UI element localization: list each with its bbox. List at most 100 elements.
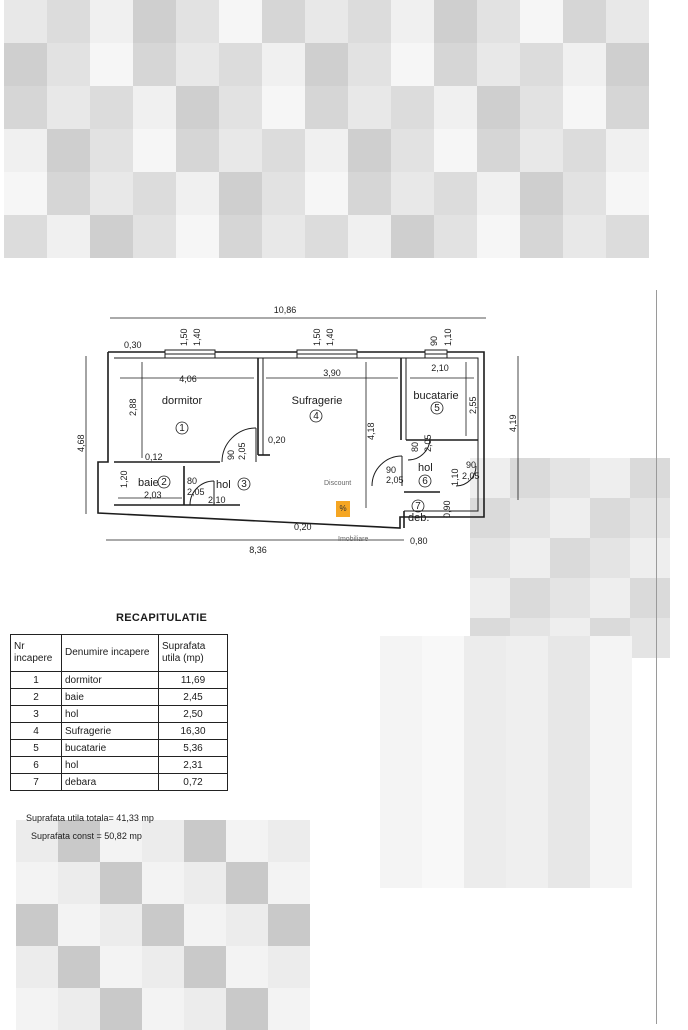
pixel-cell <box>630 498 670 538</box>
pixel-cell <box>630 538 670 578</box>
pixel-cell <box>391 0 434 43</box>
pixel-cell <box>477 129 520 172</box>
pixel-cell <box>4 43 47 86</box>
pixel-cell <box>590 498 630 538</box>
dim-room2-h: 1,20 <box>119 470 129 488</box>
pixel-cell <box>563 215 606 258</box>
row-nr: 2 <box>10 688 62 706</box>
dim-door3-b: 2,05 <box>423 434 433 452</box>
pixel-cell <box>262 86 305 129</box>
pixel-cell <box>606 129 649 172</box>
row-area: 16,30 <box>158 722 228 740</box>
recap-table: Nr incapere Denumire incapere Suprafata … <box>10 634 228 791</box>
pixel-cell <box>219 129 262 172</box>
pixel-cell <box>520 43 563 86</box>
dim-door2-b: 2,05 <box>187 487 205 497</box>
pixel-cell <box>100 820 142 862</box>
pixel-cell <box>563 129 606 172</box>
pixel-cell <box>176 86 219 129</box>
pixel-cell <box>380 678 422 720</box>
pixel-cell <box>90 172 133 215</box>
pixel-cell <box>380 636 422 678</box>
pixel-cell <box>510 538 550 578</box>
pixel-cell <box>47 172 90 215</box>
pixel-cell <box>90 86 133 129</box>
dim-room1-h: 2,88 <box>128 398 138 416</box>
pixel-cell <box>520 172 563 215</box>
pixel-cell <box>434 215 477 258</box>
dim-door4-b: 2,05 <box>386 475 404 485</box>
pixel-cell <box>90 0 133 43</box>
dim-012: 0,12 <box>145 452 163 462</box>
dim-wall: 0,30 <box>124 340 142 350</box>
pixel-cell <box>606 86 649 129</box>
pixel-cell <box>100 946 142 988</box>
row-nr: 4 <box>10 722 62 740</box>
pixel-cell <box>47 215 90 258</box>
pixel-cell <box>142 988 184 1030</box>
pixel-cell <box>548 720 590 762</box>
pixel-cell <box>184 988 226 1030</box>
dim-window2-a: 1,50 <box>312 328 322 346</box>
pixel-cell <box>226 820 268 862</box>
recap-title: RECAPITULATIE <box>116 612 208 624</box>
pixel-cell <box>305 129 348 172</box>
dim-door3-a: 80 <box>410 442 420 452</box>
pixel-cell <box>348 129 391 172</box>
pixel-cell <box>176 129 219 172</box>
pixel-cell <box>16 862 58 904</box>
room-5-label: bucatarie <box>413 390 458 402</box>
pixel-cell <box>262 172 305 215</box>
dim-window3-a: 90 <box>429 336 439 346</box>
room-1-num: 1 <box>179 423 185 434</box>
pixel-cell <box>348 172 391 215</box>
dim-door2-a: 80 <box>187 476 197 486</box>
pixel-cell <box>506 804 548 846</box>
pixel-cell <box>16 988 58 1030</box>
pixel-cell <box>590 578 630 618</box>
pixel-cell <box>550 538 590 578</box>
dim-room1-w: 4,06 <box>179 374 197 384</box>
pixel-cell <box>510 458 550 498</box>
pixel-cell <box>176 0 219 43</box>
pixel-cell <box>219 0 262 43</box>
pixel-cell <box>464 678 506 720</box>
pixel-cell <box>133 129 176 172</box>
dim-door5-a: 90 <box>466 460 476 470</box>
pixel-cell <box>262 215 305 258</box>
dim-door5-b: 2,05 <box>462 471 480 481</box>
pixel-cell <box>548 846 590 888</box>
pixel-cell <box>464 804 506 846</box>
pixel-cell <box>464 762 506 804</box>
pixel-cell <box>590 538 630 578</box>
pixel-cell <box>606 43 649 86</box>
pixel-cell <box>219 215 262 258</box>
dim-overall-width: 10,86 <box>274 305 297 315</box>
row-area: 0,72 <box>158 773 228 791</box>
pixel-cell <box>391 129 434 172</box>
dim-left-height: 4,68 <box>76 434 86 452</box>
pixel-cell <box>422 678 464 720</box>
row-nr: 6 <box>10 756 62 774</box>
dim-window2-b: 1,40 <box>325 328 335 346</box>
pixel-cell <box>176 43 219 86</box>
pixel-cell <box>510 578 550 618</box>
pixel-cell <box>305 43 348 86</box>
dim-bottom-length: 8,36 <box>249 545 267 555</box>
pixel-cell <box>391 172 434 215</box>
row-area: 2,50 <box>158 705 228 723</box>
dim-window1-a: 1,50 <box>179 328 189 346</box>
pixel-cell <box>58 820 100 862</box>
pixel-cell <box>606 0 649 43</box>
dim-room3-w: 2,10 <box>208 495 226 505</box>
pixel-cell <box>590 846 632 888</box>
pixel-cell <box>16 904 58 946</box>
row-area: 2,31 <box>158 756 228 774</box>
room-4-num: 4 <box>313 411 319 422</box>
pixel-cell <box>4 0 47 43</box>
pixel-cell <box>219 86 262 129</box>
